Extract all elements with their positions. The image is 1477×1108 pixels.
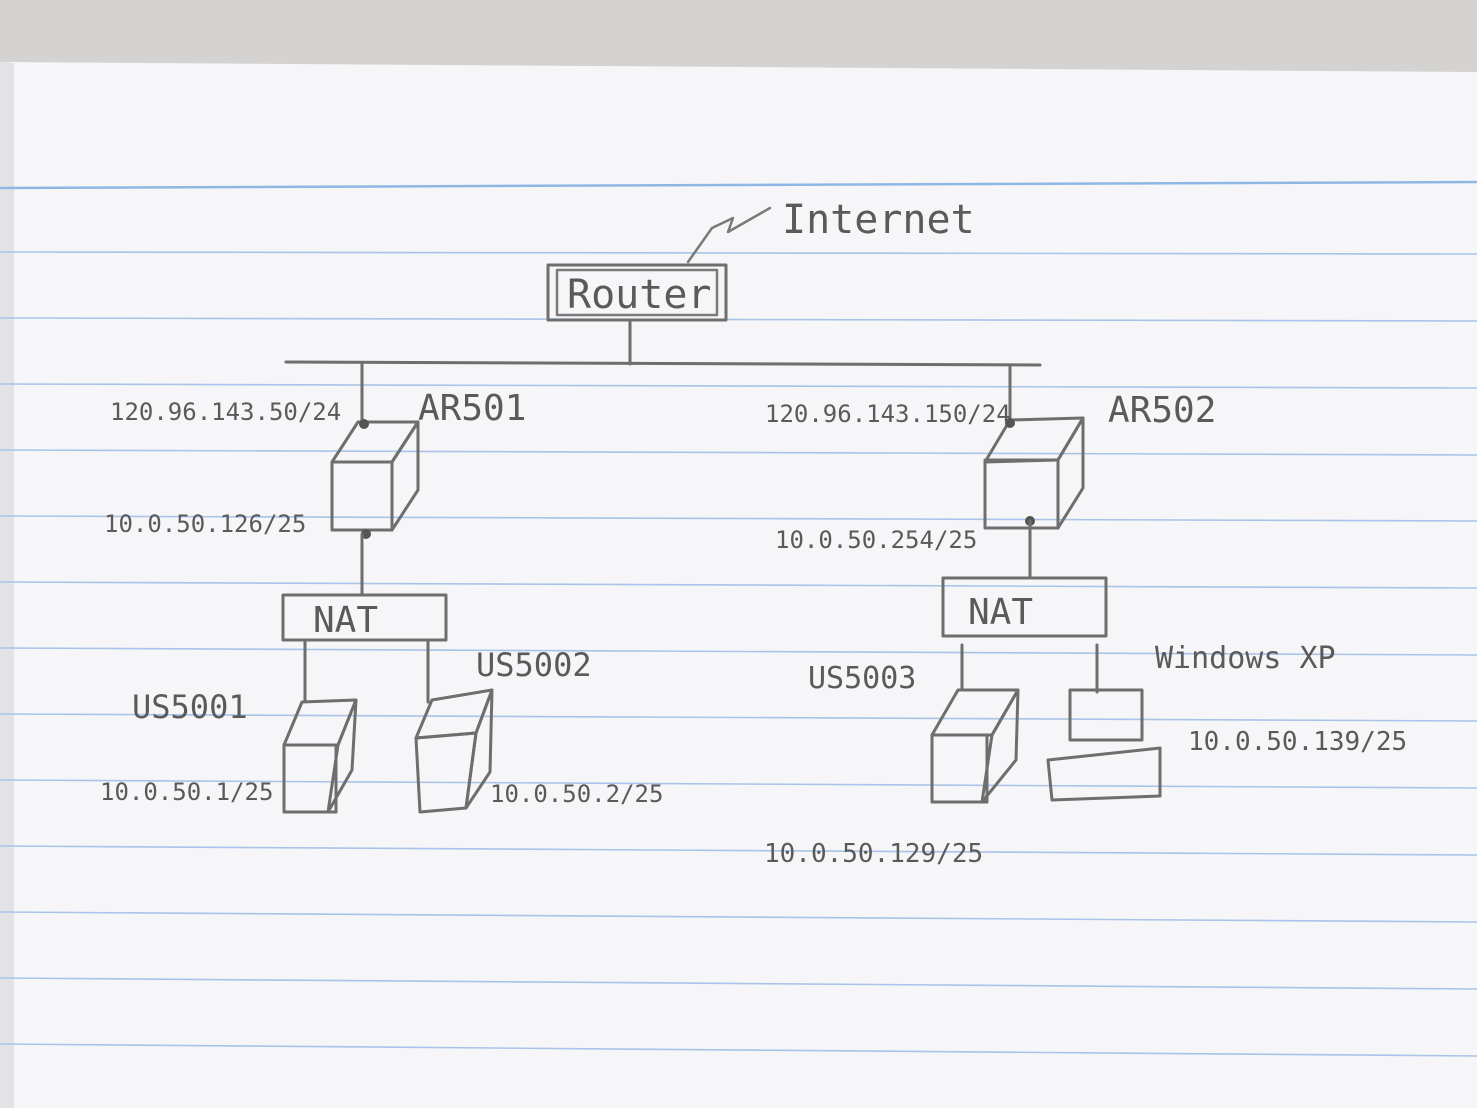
nat-right-label: NAT bbox=[968, 592, 1033, 633]
ar501-lan-ip: 10.0.50.126/25 bbox=[104, 510, 306, 538]
router-label: Router bbox=[567, 272, 712, 318]
ar502-label: AR502 bbox=[1108, 390, 1216, 431]
ar501-wan-ip: 120.96.143.50/24 bbox=[110, 398, 341, 426]
us5002-ip: 10.0.50.2/25 bbox=[490, 780, 663, 808]
us5001-ip: 10.0.50.1/25 bbox=[100, 778, 273, 806]
nat-right-box: NAT bbox=[941, 576, 1108, 638]
ar501-label: AR501 bbox=[418, 388, 526, 429]
us5003-ip: 10.0.50.129/25 bbox=[764, 839, 983, 869]
notebook-paper bbox=[0, 62, 1477, 1108]
ar502-lan-ip: 10.0.50.254/25 bbox=[775, 526, 977, 554]
ar501-device bbox=[330, 419, 420, 539]
internet-label: Internet bbox=[782, 197, 975, 243]
internet-link-squiggle bbox=[686, 206, 772, 264]
nat-left-box: NAT bbox=[281, 593, 448, 642]
us5001-device bbox=[282, 698, 358, 814]
nat-left-label: NAT bbox=[313, 600, 378, 641]
us5002-label: US5002 bbox=[476, 646, 592, 684]
us5003-device bbox=[930, 688, 1020, 804]
us5001-label: US5001 bbox=[132, 688, 248, 726]
ar502-device bbox=[983, 416, 1085, 530]
us5003-label: US5003 bbox=[808, 661, 916, 696]
us5002-device bbox=[414, 688, 494, 814]
ar502-wan-ip: 120.96.143.150/24 bbox=[765, 400, 1011, 428]
winxp-label: Windows XP bbox=[1155, 641, 1336, 676]
backbone-line bbox=[284, 360, 1042, 367]
winxp-computer bbox=[1046, 688, 1162, 802]
winxp-ip: 10.0.50.139/25 bbox=[1188, 727, 1407, 757]
router-box: Router bbox=[546, 263, 728, 322]
